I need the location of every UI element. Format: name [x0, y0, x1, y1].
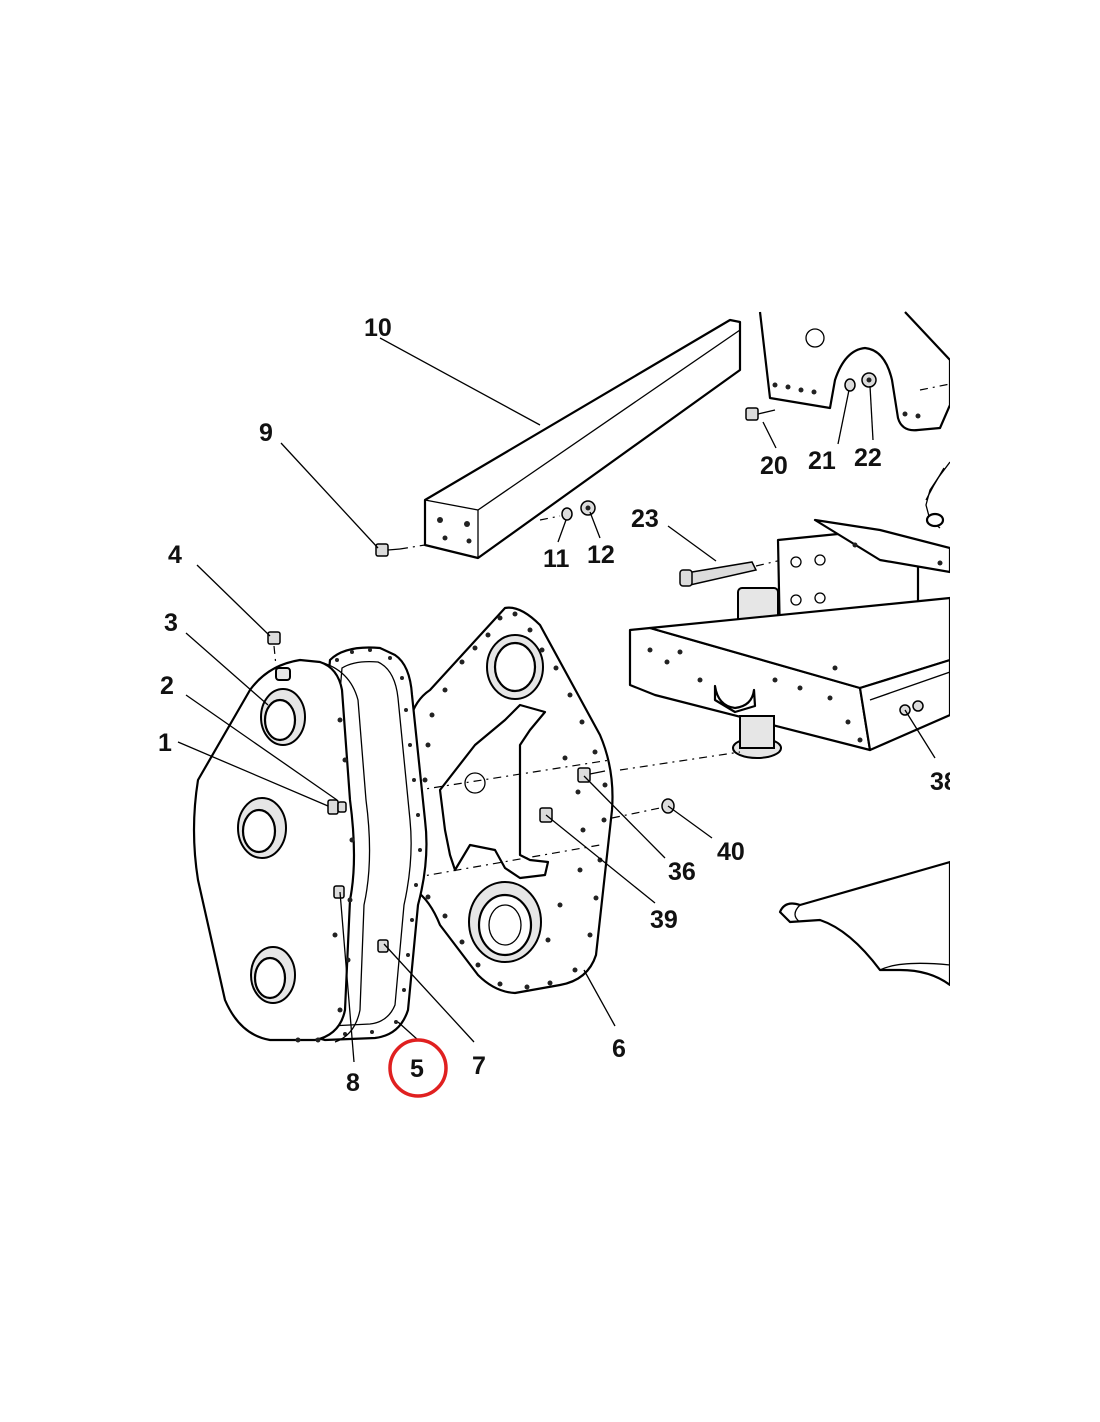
callout-4: 4 — [168, 541, 182, 569]
nut-part-11 — [561, 507, 573, 521]
callout-23: 23 — [631, 505, 659, 533]
edge-mask — [950, 300, 1100, 1100]
bolt-part-7 — [377, 939, 389, 953]
gear-cover-part — [192, 658, 371, 1043]
plug-part-4 — [267, 631, 281, 667]
callout-3: 3 — [164, 609, 178, 637]
callout-40: 40 — [717, 838, 745, 866]
callout-10: 10 — [364, 314, 392, 342]
leader-lines — [177, 337, 936, 1063]
bolt-part-8 — [333, 885, 345, 899]
bolt-part-20 — [745, 407, 776, 421]
callout-9: 9 — [259, 419, 273, 447]
callout-7: 7 — [472, 1052, 486, 1080]
callout-2: 2 — [160, 672, 174, 700]
callout-39: 39 — [650, 906, 678, 934]
callout-6: 6 — [612, 1035, 626, 1063]
highlight-ring — [388, 1038, 448, 1098]
callout-5: 5 — [410, 1055, 424, 1083]
chain-part — [925, 461, 950, 529]
pin-part-23 — [679, 557, 791, 587]
callout-labels: 10 9 20 21 22 4 23 11 12 3 2 1 36 40 39 … — [158, 314, 958, 1097]
nut-part-12 — [580, 500, 596, 516]
bolt-part-9 — [375, 543, 426, 557]
bolt-part-1 — [327, 799, 347, 815]
callout-21: 21 — [808, 447, 836, 475]
nut-part-22 — [861, 372, 877, 388]
callout-11: 11 — [543, 545, 570, 573]
callout-22: 22 — [854, 444, 882, 472]
callout-12: 12 — [587, 541, 615, 569]
callout-36: 36 — [668, 858, 696, 886]
callout-8: 8 — [346, 1069, 360, 1097]
square-tube-part — [423, 318, 742, 560]
frame-assembly-part — [619, 518, 950, 771]
tine-blade-part — [778, 860, 950, 987]
callout-1: 1 — [158, 729, 172, 757]
upper-bracket-part — [758, 311, 950, 432]
callout-20: 20 — [760, 452, 788, 480]
nut-part-21 — [844, 378, 856, 392]
